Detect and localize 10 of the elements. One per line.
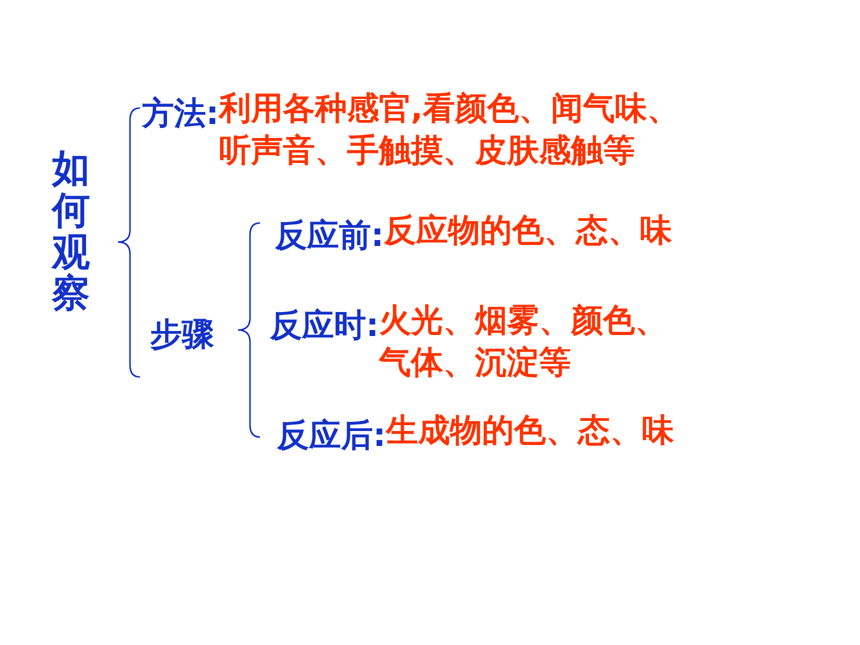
description-text: 火光、烟雾、颜色、气体、沉淀等 bbox=[378, 300, 668, 383]
description-text: 利用各种感官,看颜色、闻气味、听声音、手触摸、皮肤感触等 bbox=[218, 88, 680, 171]
description-text: 反应物的色、态、味 bbox=[384, 210, 673, 251]
heading-text: 反应后: bbox=[277, 416, 386, 456]
description-text: 生成物的色、态、味 bbox=[386, 410, 675, 451]
heading-text: 方法: bbox=[142, 94, 219, 134]
heading-text: 如何观察 bbox=[52, 148, 90, 316]
heading-text: 步骤 bbox=[150, 314, 214, 355]
heading-text: 反应时: bbox=[270, 305, 379, 346]
heading-text: 反应前: bbox=[275, 216, 384, 256]
